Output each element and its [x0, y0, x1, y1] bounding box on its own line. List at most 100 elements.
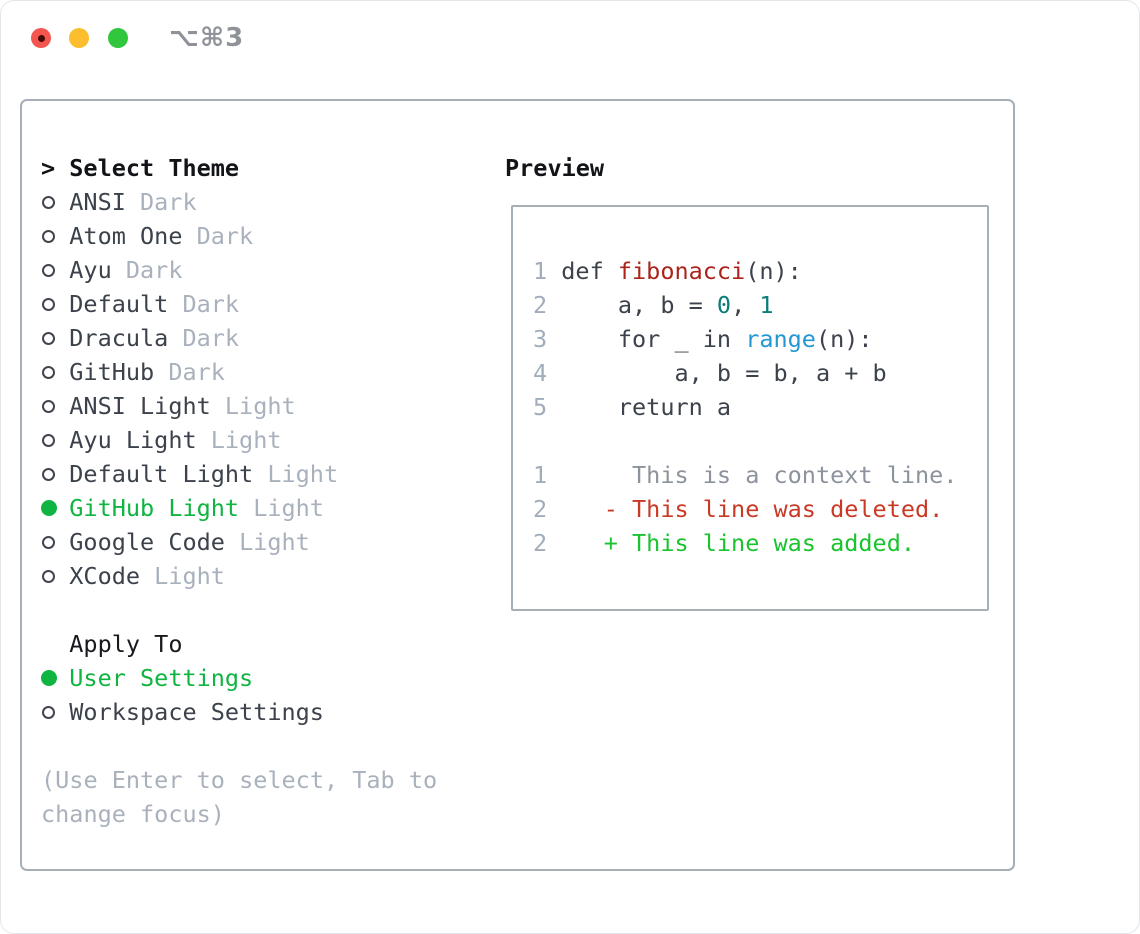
close-button[interactable] [31, 28, 51, 48]
theme-name: XCode [69, 562, 141, 590]
code-line: 5 return a [533, 390, 987, 424]
title-bar: ⌥⌘3 [1, 1, 1139, 76]
code-segment-code: a, b = [561, 291, 717, 319]
help-text-line1: (Use Enter to select, Tab to [41, 766, 438, 794]
radio-circle [42, 263, 55, 277]
radio-circle [42, 535, 55, 549]
theme-variant: Dark [182, 290, 240, 318]
picker-header-row: >Select Theme [41, 151, 437, 185]
theme-variant: Dark [125, 256, 183, 284]
radio-selected-icon [41, 670, 69, 686]
theme-name: ANSI Light [69, 392, 211, 420]
theme-item[interactable]: GitHub Dark [41, 355, 437, 389]
code-line: 2 a, b = 0, 1 [533, 288, 987, 322]
code-segment-number: 0 [716, 291, 732, 319]
radio-circle [42, 705, 55, 719]
code-segment-function: fibonacci [617, 257, 746, 285]
code-line: 3 for _ in range(n): [533, 322, 987, 356]
apply-option[interactable]: User Settings [41, 661, 437, 695]
radio-icon [41, 195, 69, 209]
code-segment-code: return a [561, 393, 732, 421]
line-number: 2 [533, 291, 548, 319]
radio-icon [41, 229, 69, 243]
theme-name: Ayu Light [69, 426, 197, 454]
theme-variant: Light [267, 460, 339, 488]
radio-icon [41, 399, 69, 413]
theme-item[interactable]: Default Light Light [41, 457, 437, 491]
code-line: 2 - This line was deleted. [533, 492, 987, 526]
theme-item[interactable]: Google Code Light [41, 525, 437, 559]
minimize-button[interactable] [69, 28, 89, 48]
theme-variant: Light [154, 562, 225, 590]
line-number: 5 [533, 393, 548, 421]
theme-name: Dracula [69, 324, 169, 352]
theme-name: Google Code [69, 528, 225, 556]
theme-variant: Dark [196, 222, 254, 250]
code-segment-builtin: range [745, 325, 816, 353]
radio-icon [41, 467, 69, 481]
code-segment-code: def [561, 257, 618, 285]
radio-circle [42, 569, 55, 583]
theme-item[interactable]: XCode Light [41, 559, 437, 593]
code-segment-code: (n): [815, 325, 873, 353]
prompt-icon: > [41, 154, 69, 182]
help-text-row: change focus) [41, 797, 437, 831]
radio-selected-circle [41, 500, 57, 516]
radio-icon [41, 297, 69, 311]
apply-option[interactable]: Workspace Settings [41, 695, 437, 729]
line-number: 1 [533, 257, 548, 285]
zoom-button[interactable] [108, 28, 128, 48]
radio-icon [41, 535, 69, 549]
code-line: 1 def fibonacci(n): [533, 254, 987, 288]
code-segment-added: + This line was added. [561, 529, 915, 557]
radio-circle [42, 331, 55, 345]
theme-name: Atom One [69, 222, 183, 250]
code-segment-code: a, b = b, a + b [561, 359, 887, 387]
radio-icon [41, 569, 69, 583]
code-line: 4 a, b = b, a + b [533, 356, 987, 390]
theme-name: Default [69, 290, 169, 318]
code-line: 2 + This line was added. [533, 526, 987, 560]
help-text-line2: change focus) [41, 800, 225, 828]
apply-option-label: Workspace Settings [69, 698, 324, 726]
code-segment-code: for _ in [561, 325, 746, 353]
theme-item[interactable]: ANSI Dark [41, 185, 437, 219]
prompt-char: > [41, 154, 56, 182]
line-number: 2 [533, 529, 548, 557]
apply-option-label: User Settings [69, 664, 254, 692]
theme-item[interactable]: Ayu Light Light [41, 423, 437, 457]
theme-variant: Dark [140, 188, 197, 216]
radio-circle [42, 195, 55, 209]
code-line: 1 This is a context line. [533, 458, 987, 492]
theme-variant: Dark [168, 358, 225, 386]
radio-icon [41, 365, 69, 379]
theme-name: Ayu [69, 256, 112, 284]
line-number: 1 [533, 461, 548, 489]
line-number: 4 [533, 359, 548, 387]
radio-circle [42, 467, 55, 481]
radio-circle [42, 229, 55, 243]
help-text-row: (Use Enter to select, Tab to [41, 763, 437, 797]
theme-item[interactable]: Ayu Dark [41, 253, 437, 287]
theme-variant: Light [210, 426, 282, 454]
theme-name: GitHub Light [69, 494, 240, 522]
theme-item[interactable]: Atom One Dark [41, 219, 437, 253]
code-segment-number: 1 [759, 291, 774, 319]
code-segment-code: (n): [745, 257, 802, 285]
apply-to-title: Apply To [69, 630, 183, 658]
close-dot-icon [37, 34, 45, 42]
theme-name: GitHub [69, 358, 155, 386]
theme-variant: Light [239, 528, 310, 556]
theme-name: ANSI [69, 188, 126, 216]
theme-item[interactable]: Default Dark [41, 287, 437, 321]
radio-circle [42, 297, 55, 311]
preview-title: Preview [505, 154, 605, 182]
radio-icon [41, 263, 69, 277]
theme-name: Default Light [69, 460, 254, 488]
